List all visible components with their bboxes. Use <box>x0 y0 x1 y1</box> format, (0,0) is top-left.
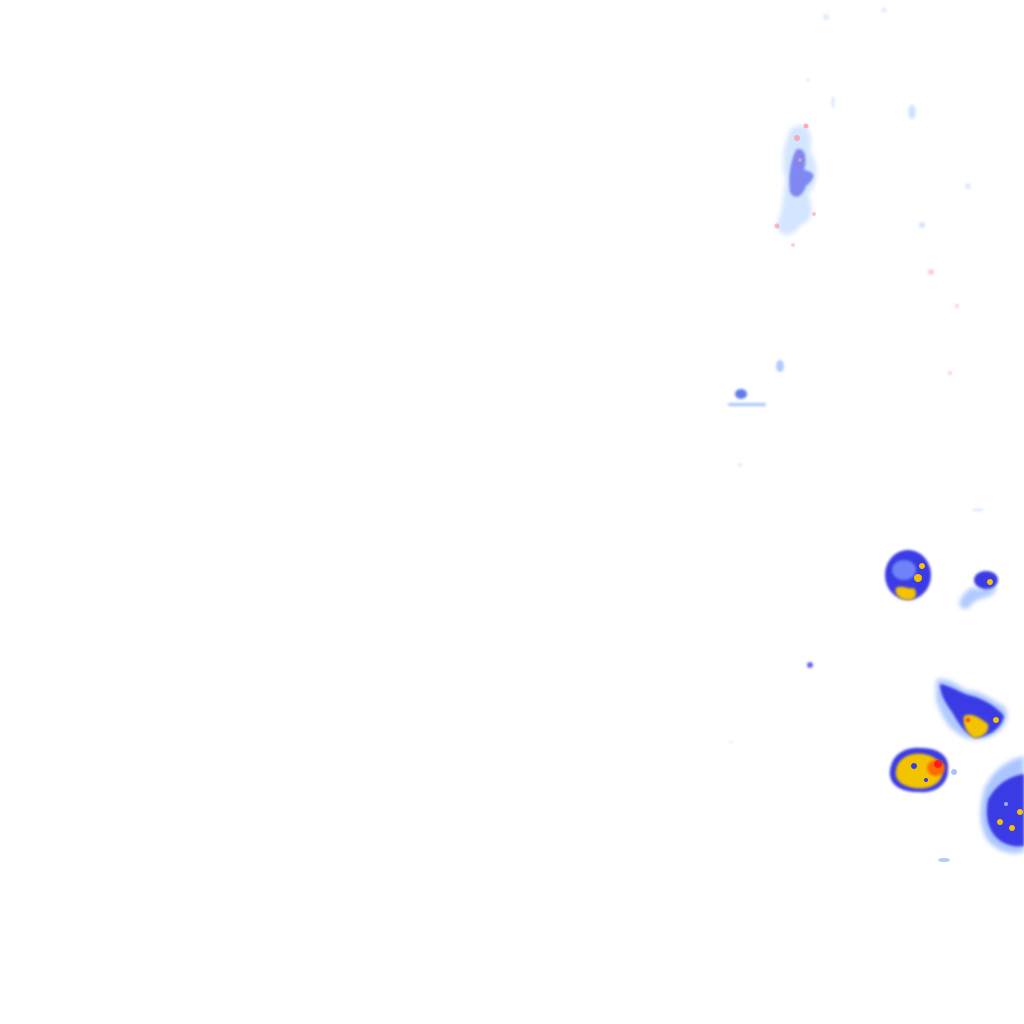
noise-echoes <box>729 7 984 744</box>
echo-cell-e <box>938 756 1024 862</box>
echo-cell-d <box>889 747 957 793</box>
echo-cell-a <box>885 550 931 600</box>
echo-cell-b <box>959 571 998 609</box>
echo-mid-dot <box>728 360 813 668</box>
echo-cell-c <box>936 678 1008 740</box>
echo-north-streak <box>774 123 817 247</box>
